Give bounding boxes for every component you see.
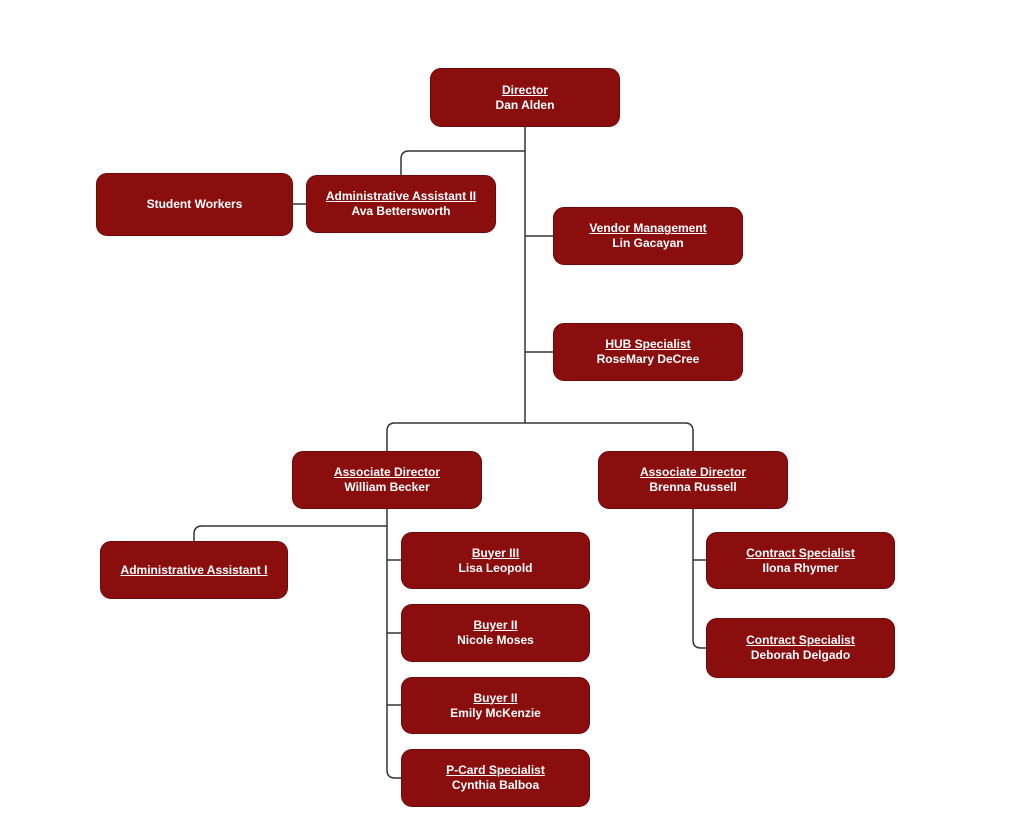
org-node-person-name: Brenna Russell [649,480,737,494]
org-node-administrative-assistant-ii: Administrative Assistant II Ava Bettersw… [306,175,496,233]
org-node-person-name: William Becker [344,480,430,494]
org-node-person-name: Ilona Rhymer [762,560,839,575]
org-node-title-link[interactable]: Contract Specialist [746,633,855,647]
org-node-person-name: Nicole Moses [457,633,534,647]
org-node-title-link[interactable]: Vendor Management [589,221,707,235]
org-node-p-card-specialist: P-Card Specialist Cynthia Balboa [401,749,590,807]
org-node-buyer-iii: Buyer III Lisa Leopold [401,532,590,589]
org-node-hub-specialist: HUB Specialist RoseMary DeCree [553,323,743,381]
org-node-title-link[interactable]: Associate Director [333,465,441,479]
org-node-person-name: Deborah Delgado [750,648,851,662]
org-node-title-link[interactable]: Administrative Assistant II [325,189,477,203]
connector-director-to-admin-asst-ii [400,150,525,175]
org-node-person-name: Lin Gacayan [612,236,684,250]
org-node-person-name: Dan Alden [495,97,555,112]
org-node-contract-specialist-delgado: Contract Specialist Deborah Delgado [706,618,895,678]
org-node-person-name: Emily McKenzie [450,705,541,720]
org-node-title-link[interactable]: Administrative Assistant I [120,562,268,577]
org-node-buyer-ii-mckenzie: Buyer II Emily McKenzie [401,677,590,734]
org-node-title-link[interactable]: P-Card Specialist [446,763,545,777]
connector-becker-to-admin-asst-i [193,525,387,541]
connector-tee-associate-directors [386,422,694,451]
org-node-director: Director Dan Alden [430,68,620,127]
org-node-title-link[interactable]: Contract Specialist [746,545,855,560]
connector-becker-trunk [386,509,401,779]
org-node-title-link[interactable]: Buyer II [473,690,518,705]
org-node-vendor-management: Vendor Management Lin Gacayan [553,207,743,265]
org-node-title-link[interactable]: HUB Specialist [605,337,691,351]
org-node-associate-director-russell: Associate Director Brenna Russell [598,451,788,509]
org-node-student-workers: Student Workers [96,173,293,236]
org-node-person-name: Cynthia Balboa [451,778,540,792]
org-node-person-name: Ava Bettersworth [351,204,451,218]
connector-russell-trunk [692,509,706,649]
org-node-contract-specialist-rhymer: Contract Specialist Ilona Rhymer [706,532,895,589]
org-node-title-link[interactable]: Director [501,82,548,97]
org-node-buyer-ii-moses: Buyer II Nicole Moses [401,604,590,662]
org-node-associate-director-becker: Associate Director William Becker [292,451,482,509]
org-node-title-link[interactable]: Buyer II [473,618,518,632]
org-node-title-link[interactable]: Buyer III [471,545,520,560]
org-node-person-name: Lisa Leopold [458,560,533,575]
org-node-title: Student Workers [146,197,243,211]
org-node-person-name: RoseMary DeCree [596,352,700,366]
org-node-title-link[interactable]: Associate Director [639,465,747,479]
org-node-administrative-assistant-i: Administrative Assistant I [100,541,288,599]
